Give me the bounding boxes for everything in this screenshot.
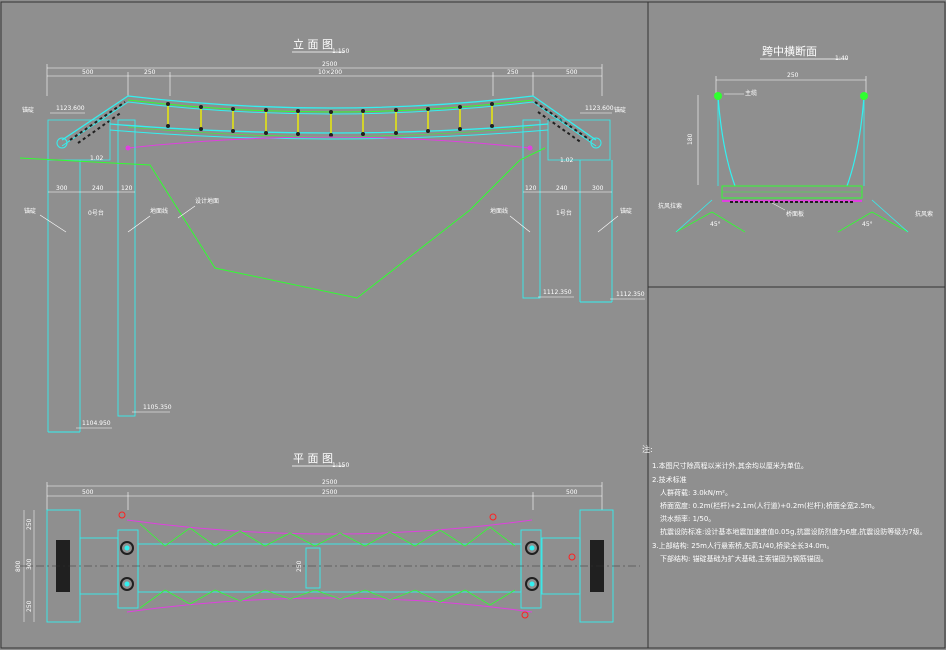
plan-mid-dim: 250 [296,560,303,572]
right-pier-dim-0: 120 [525,185,537,192]
wind-cable [127,136,531,149]
deck-lower [109,129,549,140]
design-ground-label: 设计地面 [195,197,219,205]
plan-markers [118,511,576,619]
backstays [69,101,591,144]
right-cable-icon [860,92,868,100]
plan-side-dim-2: 250 [26,600,33,612]
left-abutment-label: 0号台 [88,209,104,217]
plan-wind-cable-bottom [126,597,533,613]
note-4: 桥面宽度: 0.2m(栏杆)+2.1m(人行道)+0.2m(栏杆);桥面全宽2.… [660,501,879,510]
elevation-dim-3: 250 [507,69,519,76]
plan-wind-cable-top [126,519,533,535]
note-6: 抗震设防标准:设计基本地震加速度值0.05g,抗震设防烈度为6度,抗震设防等级为… [660,527,927,536]
plan-wind-ties-top [139,523,516,547]
elevation-overall-dim: 2500 [322,61,337,68]
bottom-elevation-2: 1105.350 [143,404,172,411]
section-deck-label: 桥面板 [786,210,804,218]
section-top-label: 主缆 [745,89,757,97]
left-cable-icon [714,92,722,100]
elevation-dim-0: 500 [82,69,94,76]
deck-upper [109,123,549,134]
hanger-clamps [166,102,494,137]
elevation-scale: 1:150 [332,48,349,55]
ground-label-left: 地面线 [150,207,168,215]
plan-side-total: 800 [15,560,22,572]
bottom-elevation-1: 1104.950 [82,420,111,427]
right-label: 锚碇 [620,207,632,215]
elevation-title: 立 面 图 [293,37,333,51]
plan-wind-ties-bottom [139,589,516,609]
note-5: 洪水频率: 1/50。 [660,514,715,523]
notes-heading: 注: [642,444,653,454]
elevation-dim-4: 500 [566,69,578,76]
section-angle-left: 45° [710,221,721,228]
plan-title: 平 面 图 [293,452,333,465]
left-wind-stay [675,211,746,233]
left-label: 锚碇 [24,207,36,215]
right-elevation-mark: 1123.600 [585,105,614,112]
plan-deck [137,543,522,593]
elevation-view: 立 面 图 1:150 2500 500 250 10×200 250 500 … [19,37,645,433]
main-cable-upper [61,95,597,141]
main-cable-upper-inner [61,101,597,147]
cross-section-view: 跨中横断面 1:40 250 180 主缆 抗风拉索 抗风索 桥面板 45° 4… [658,44,933,233]
right-slope: 1.02 [560,157,574,164]
plan-side-dim-0: 250 [26,518,33,530]
bottom-elevation-3: 1112.350 [543,289,572,296]
note-7: 3.上部结构: 25m人行悬索桥,矢高1/40,桥梁全长34.0m。 [652,541,834,550]
plan-dim-2: 500 [566,489,578,496]
note-8: 下部结构: 锚碇基础为扩大基础,主索锚固为钢筋锚固。 [660,554,828,563]
section-angle-right: 45° [862,221,873,228]
hangers [167,104,493,135]
plan-side-dim-1: 300 [26,558,33,570]
right-abutment-label: 1号台 [556,209,572,217]
plan-dim-0: 500 [82,489,94,496]
left-anchor-block [56,137,68,149]
plan-view: 平 面 图 1:150 2500 500 2500 500 800 250 30… [15,452,640,623]
section-right-label: 抗风索 [915,210,933,218]
elevation-dim-1: 250 [144,69,156,76]
notes: 注: 1.本图尺寸除高程以米计外,其余均以厘米为单位。 2.技术标准 人群荷载:… [642,444,927,563]
right-anchor-label: 锚碇 [614,106,626,114]
plan-scale: 1:150 [332,462,349,469]
note-1: 1.本图尺寸除高程以米计外,其余均以厘米为单位。 [652,461,808,470]
left-pier-dim-0: 300 [56,185,68,192]
right-wind-stay [837,211,909,233]
left-slope: 1.02 [90,155,104,162]
section-title: 跨中横断面 [762,44,817,58]
section-width-dim: 250 [787,72,799,79]
right-abutment [522,119,613,303]
section-left-label: 抗风拉索 [658,202,682,210]
section-height-dim: 180 [687,133,694,145]
left-anchor-label: 锚碇 [22,106,34,114]
ground-label-right: 地面线 [490,207,508,215]
bottom-elevation-4: 1112.350 [616,291,645,298]
left-pier-dim-2: 120 [121,185,133,192]
right-anchor-block [590,137,602,149]
left-abutment [47,119,136,433]
left-elevation-mark: 1123.600 [56,105,85,112]
plan-overall-dim: 2500 [322,479,337,486]
left-pier-dim-1: 240 [92,185,104,192]
right-pier-dim-1: 240 [556,185,568,192]
note-3: 人群荷载: 3.0kN/m²。 [660,488,732,497]
right-pier-dim-2: 300 [592,185,604,192]
elevation-dim-2: 10×200 [318,69,342,76]
plan-dim-1: 2500 [322,489,337,496]
ground-line [19,147,546,299]
section-scale: 1:40 [835,55,849,62]
note-2: 2.技术标准 [652,475,687,484]
